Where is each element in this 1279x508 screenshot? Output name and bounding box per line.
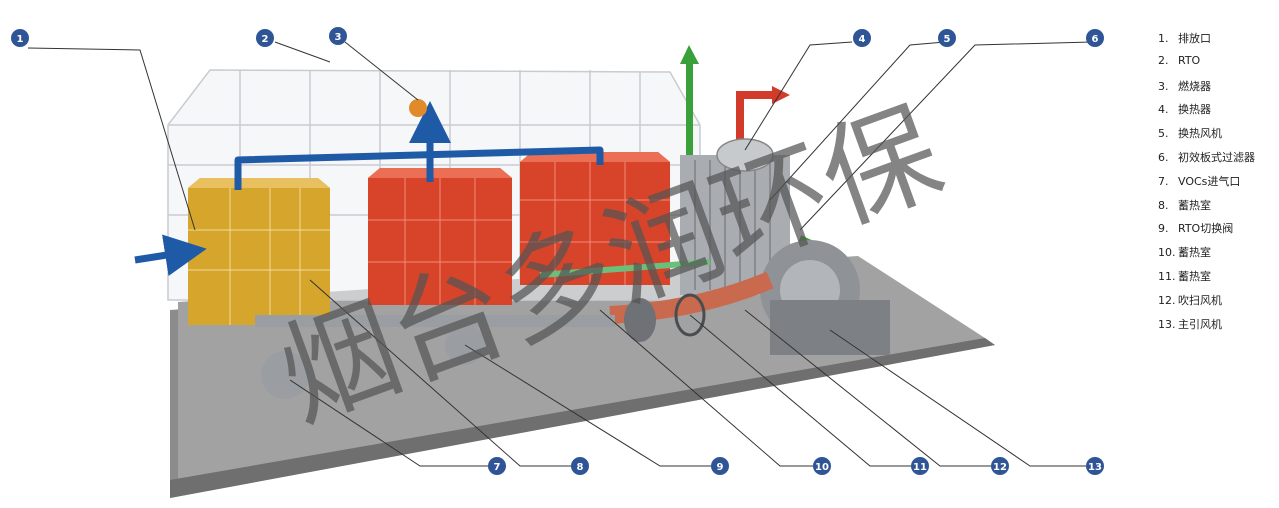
callout-number: 5 (944, 34, 951, 45)
legend-index: 7. (1158, 174, 1169, 188)
rto-chamber-1 (368, 168, 512, 305)
callout-7: 7 (488, 457, 506, 475)
legend-item: 4. 换热器 (1158, 101, 1276, 125)
legend-index: 5. (1158, 127, 1169, 141)
legend-item: 6. 初效板式过滤器 (1158, 149, 1276, 173)
legend-index: 10. (1158, 246, 1176, 260)
legend-item: 13.主引风机 (1158, 316, 1276, 340)
legend-index: 1. (1158, 32, 1169, 45)
callout-number: 8 (577, 462, 584, 473)
callout-13: 13 (1086, 457, 1104, 475)
legend-item: 9. RTO切换阀 (1158, 220, 1276, 244)
callout-number: 4 (859, 34, 866, 45)
legend-label: 蓄热室 (1178, 198, 1211, 212)
legend-label: RTO切换阀 (1178, 222, 1234, 236)
legend-item: 3. 燃烧器 (1158, 78, 1276, 102)
legend-index: 9. (1158, 222, 1169, 236)
callout-number: 3 (335, 32, 342, 43)
leader-lines (27, 41, 1093, 467)
callout-3: 3 (329, 27, 347, 45)
legend-index: 11. (1158, 269, 1176, 283)
callout-number: 1 (17, 34, 24, 45)
legend-label: 燃烧器 (1178, 79, 1211, 93)
legend-label: 主引风机 (1178, 317, 1222, 331)
adsorber-tower (188, 178, 330, 325)
callout-9: 9 (711, 457, 729, 475)
legend-item: 2. RTO (1158, 54, 1276, 78)
legend-index: 8. (1158, 198, 1169, 212)
legend-label: 蓄热室 (1178, 269, 1211, 283)
callout-number: 2 (262, 34, 269, 45)
legend-label: 吹扫风机 (1178, 293, 1222, 307)
legend-item: 8. 蓄热室 (1158, 197, 1276, 221)
callout-number: 7 (494, 462, 501, 473)
legend: 1. 排放口 2. RTO 3. 燃烧器 4. 换热器 5. 换热风机 6. 初效板式过滤器 7. VOC… (1158, 30, 1276, 339)
callout-number: 12 (993, 462, 1007, 473)
callout-number: 11 (913, 462, 927, 473)
callout-12: 12 (991, 457, 1009, 475)
callout-4: 4 (853, 29, 871, 47)
legend-item: 10.蓄热室 (1158, 244, 1276, 268)
legend-index: 13. (1158, 317, 1176, 331)
callout-number: 10 (815, 462, 829, 473)
legend-label: 排放口 (1178, 32, 1211, 45)
callout-number: 9 (717, 462, 724, 473)
callout-11: 11 (911, 457, 929, 475)
callout-10: 10 (813, 457, 831, 475)
burner-icon (409, 99, 427, 117)
callout-8: 8 (571, 457, 589, 475)
legend-index: 12. (1158, 293, 1176, 307)
main-fan (760, 240, 890, 355)
callout-number: 13 (1088, 462, 1102, 473)
rto-chamber-2 (520, 152, 670, 285)
legend-label: 蓄热室 (1178, 246, 1211, 260)
legend-label: 换热器 (1178, 103, 1211, 117)
legend-item: 5. 换热风机 (1158, 125, 1276, 149)
legend-index: 4. (1158, 103, 1169, 117)
legend-index: 6. (1158, 150, 1169, 164)
legend-label: VOCs进气口 (1178, 174, 1241, 188)
legend-item: 7. VOCs进气口 (1158, 173, 1276, 197)
legend-label: 初效板式过滤器 (1178, 150, 1255, 164)
callout-5: 5 (938, 29, 956, 47)
callout-1: 1 (11, 29, 29, 47)
process-pipe (134, 101, 604, 277)
legend-index: 2. (1158, 53, 1169, 67)
purge-duct (609, 271, 774, 342)
legend-label: RTO (1178, 53, 1201, 67)
legend-item: 11.蓄热室 (1158, 268, 1276, 292)
callout-2: 2 (256, 29, 274, 47)
legend-item: 12.吹扫风机 (1158, 292, 1276, 316)
legend-label: 换热风机 (1178, 127, 1222, 141)
legend-item: 1. 排放口 (1158, 30, 1276, 54)
callout-number: 6 (1092, 34, 1099, 45)
callout-6: 6 (1086, 29, 1104, 47)
legend-index: 3. (1158, 79, 1169, 93)
